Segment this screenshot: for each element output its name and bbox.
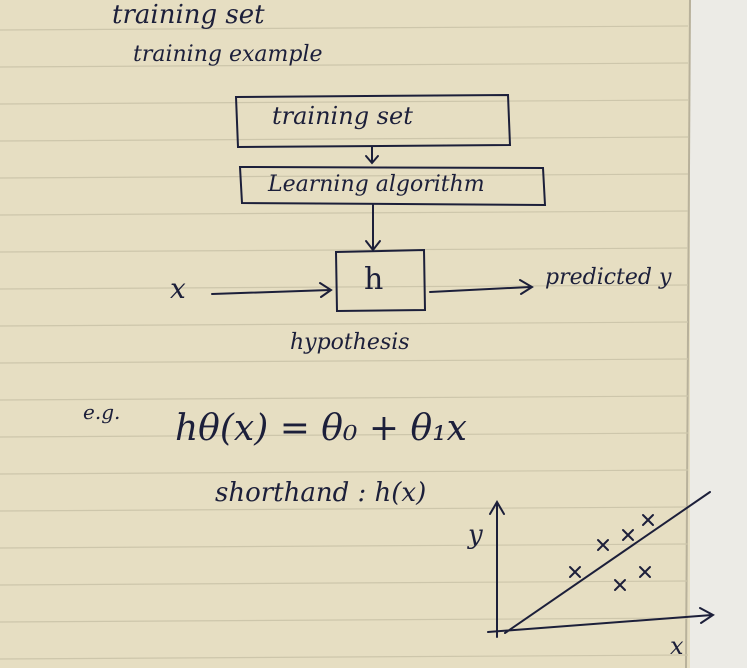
- ruled-line: [0, 654, 689, 660]
- graph-fit-line: [504, 491, 711, 634]
- x-mark-icon: [597, 539, 609, 551]
- box-training-set-label: training set: [272, 102, 413, 130]
- graph-x-label: x: [670, 632, 684, 660]
- graph-data-marks: [569, 514, 654, 591]
- diagram-ink: [211, 93, 715, 638]
- note-training-set: training set: [112, 0, 265, 30]
- ruled-line: [0, 136, 689, 142]
- arrow-down-icon: [365, 146, 379, 165]
- shorthand-note: shorthand : h(x): [215, 478, 427, 508]
- ruled-line: [0, 506, 689, 512]
- ruled-line: [0, 358, 689, 364]
- ruled-line: [0, 99, 689, 105]
- x-mark-icon: [614, 579, 626, 591]
- input-x: x: [170, 272, 186, 305]
- box-learning-algorithm-label: Learning algorithm: [268, 172, 485, 197]
- x-mark-icon: [639, 566, 651, 578]
- arrow-down-icon: [365, 204, 381, 252]
- ruled-line: [0, 432, 689, 438]
- ruled-line: [0, 210, 689, 216]
- arrow-right-icon: [429, 279, 534, 295]
- graph-x-axis: [487, 607, 715, 633]
- page-edge: [685, 0, 691, 668]
- hypothesis-label: hypothesis: [290, 330, 410, 355]
- note-training-example: training example: [133, 42, 323, 67]
- ruled-line: [0, 543, 689, 549]
- ruled-line: [0, 617, 689, 623]
- ruled-line: [0, 62, 689, 68]
- arrow-right-icon: [211, 282, 333, 298]
- box-h: [334, 248, 427, 313]
- ruled-line: [0, 173, 689, 179]
- x-mark-icon: [622, 529, 634, 541]
- ruled-line: [0, 284, 689, 290]
- hypothesis-formula: hθ(x) = θ₀ + θ₁x: [175, 408, 467, 449]
- ruled-lines: [0, 25, 689, 660]
- ruled-line: [0, 580, 689, 586]
- x-mark-icon: [642, 514, 654, 526]
- graph-y-label: y: [468, 520, 483, 550]
- x-mark-icon: [569, 566, 581, 578]
- box-h-label: h: [364, 262, 384, 297]
- ruled-line: [0, 321, 689, 327]
- output-predicted-y: predicted y: [545, 265, 672, 290]
- ruled-line: [0, 247, 689, 253]
- ruled-line: [0, 395, 689, 401]
- next-page: [690, 0, 747, 668]
- graph-y-axis: [489, 500, 505, 638]
- ruled-line: [0, 469, 689, 475]
- ruled-line: [0, 25, 689, 31]
- box-training-set: [234, 93, 512, 149]
- eg-label: e.g.: [83, 400, 121, 424]
- box-learning-algorithm: [238, 165, 547, 207]
